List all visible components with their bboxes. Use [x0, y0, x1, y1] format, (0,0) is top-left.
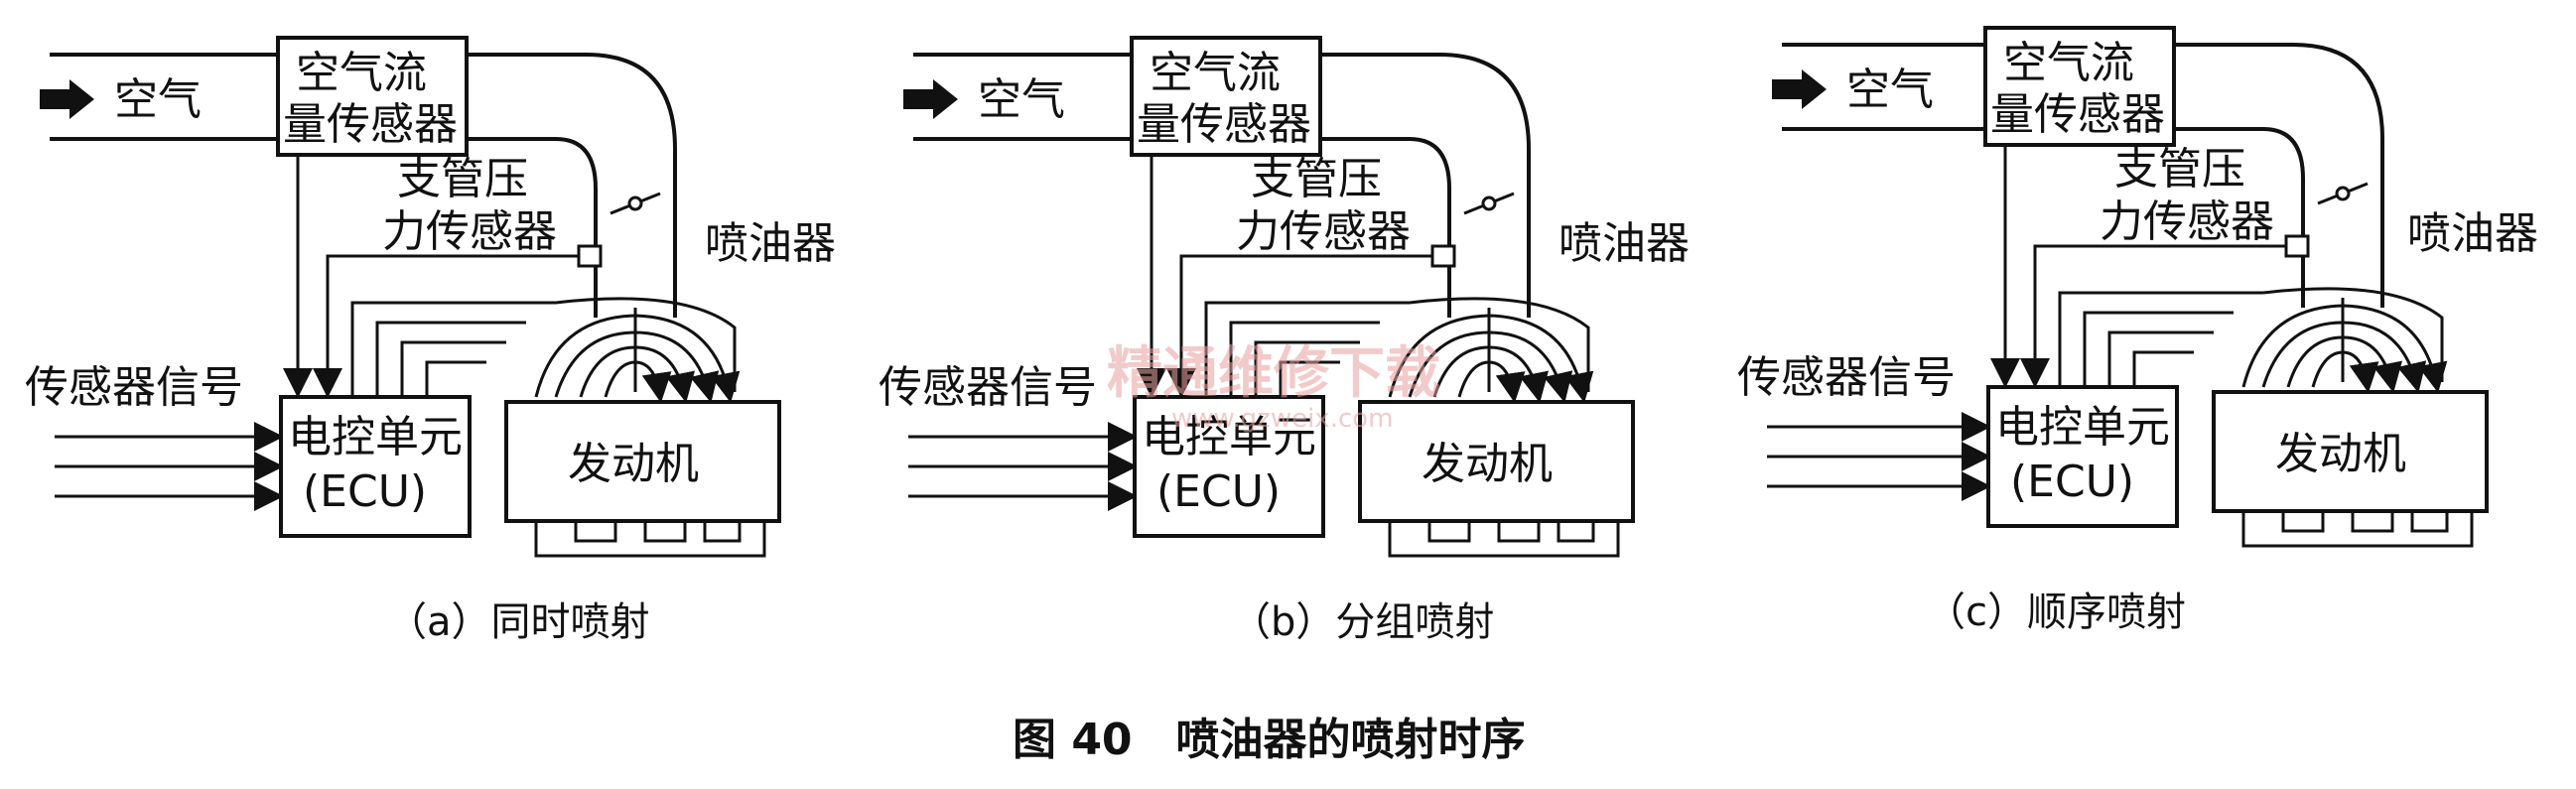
injector-label: 喷油器	[1559, 218, 1690, 269]
watermark-text: 精通维修下载	[1107, 341, 1440, 406]
map-label-1: 支管压	[397, 154, 528, 204]
afm-label-1: 空气流	[296, 48, 427, 98]
map-label-1: 支管压	[2114, 144, 2245, 195]
air-intake: 空气	[1772, 43, 1985, 131]
afm-label-2: 量传感器	[283, 99, 458, 150]
map-label-1: 支管压	[1251, 154, 1382, 204]
ecu-box: 电控单元 (ECU)	[279, 395, 472, 538]
injector-spray	[2241, 287, 2448, 393]
air-flow-sensor: 空气流 量传感器	[1983, 26, 2176, 147]
intake-pipe-inner	[467, 137, 598, 318]
intake-pipe-outer	[2174, 43, 2384, 308]
air-flow-sensor: 空气流 量传感器	[276, 36, 469, 157]
ecu-label-2: (ECU)	[2010, 457, 2134, 507]
sensor-signal-label: 传感器信号	[25, 362, 243, 413]
intake-pipe-inner	[1320, 137, 1451, 318]
panel-b: 空气 空气流 量传感器 支管压 力传感器 喷油器 传感器信号	[879, 36, 1690, 645]
sensor-signal-label: 传感器信号	[1737, 352, 1956, 403]
air-arrow-icon	[40, 79, 94, 119]
ecu-box: 电控单元 (ECU)	[1986, 385, 2179, 528]
map-sensor-icon	[1430, 244, 1456, 268]
map-sensor-icon	[2284, 234, 2310, 258]
engine-box: 发动机	[1358, 400, 1635, 558]
air-intake: 空气	[903, 53, 1132, 141]
engine-label: 发动机	[1422, 439, 1553, 489]
injector-spray	[1388, 297, 1594, 403]
afm-label-2: 量传感器	[1990, 89, 2165, 140]
afm-label-1: 空气流	[2003, 38, 2134, 88]
ecu-box: 电控单元 (ECU)	[1133, 395, 1325, 538]
injector-spray	[534, 297, 741, 403]
ecu-label-1: 电控单元	[1995, 402, 2170, 453]
air-arrow-icon	[1772, 69, 1827, 109]
afm-label-1: 空气流	[1150, 48, 1281, 98]
ecu-label-2: (ECU)	[1156, 466, 1281, 517]
figure-title: 图 40 喷油器的喷射时序	[1013, 715, 1526, 765]
ecu-label-1: 电控单元	[1142, 412, 1316, 462]
air-intake: 空气	[40, 53, 278, 141]
intake-pipe-outer	[467, 53, 677, 318]
sensor-signal-label: 传感器信号	[879, 362, 1097, 413]
air-arrow-icon	[903, 79, 958, 119]
ecu-label-1: 电控单元	[288, 412, 463, 462]
injector-label: 喷油器	[2407, 208, 2538, 259]
air-label: 空气	[978, 74, 1065, 125]
map-label-2: 力传感器	[1236, 206, 1411, 257]
engine-label: 发动机	[568, 439, 699, 489]
map-sensor-icon	[577, 244, 603, 268]
caption-a: （a）同时喷射	[387, 599, 650, 645]
air-flow-sensor: 空气流 量传感器	[1130, 36, 1322, 157]
watermark-url: www.gzweix.com	[1171, 404, 1394, 434]
ecu-label-2: (ECU)	[303, 466, 427, 517]
intake-pipe-inner	[2174, 127, 2305, 308]
caption-c: （c）顺序喷射	[1926, 590, 2186, 635]
engine-box: 发动机	[504, 400, 781, 558]
injector-label: 喷油器	[705, 218, 836, 269]
caption-b: （b）分组喷射	[1231, 599, 1494, 645]
map-label-2: 力传感器	[382, 206, 557, 257]
air-label: 空气	[1846, 65, 1934, 115]
afm-label-2: 量传感器	[1137, 99, 1311, 150]
air-label: 空气	[114, 74, 202, 125]
engine-box: 发动机	[2212, 390, 2489, 548]
map-label-2: 力传感器	[2100, 197, 2274, 247]
intake-pipe-outer	[1320, 53, 1531, 318]
panel-c: 空气 空气流 量传感器 支管压 力传感器 喷油器 传感器信号	[1737, 26, 2538, 635]
panel-a: 空气 空气流 量传感器 支管压 力传感器 喷油器	[25, 36, 836, 645]
engine-label: 发动机	[2275, 429, 2406, 479]
